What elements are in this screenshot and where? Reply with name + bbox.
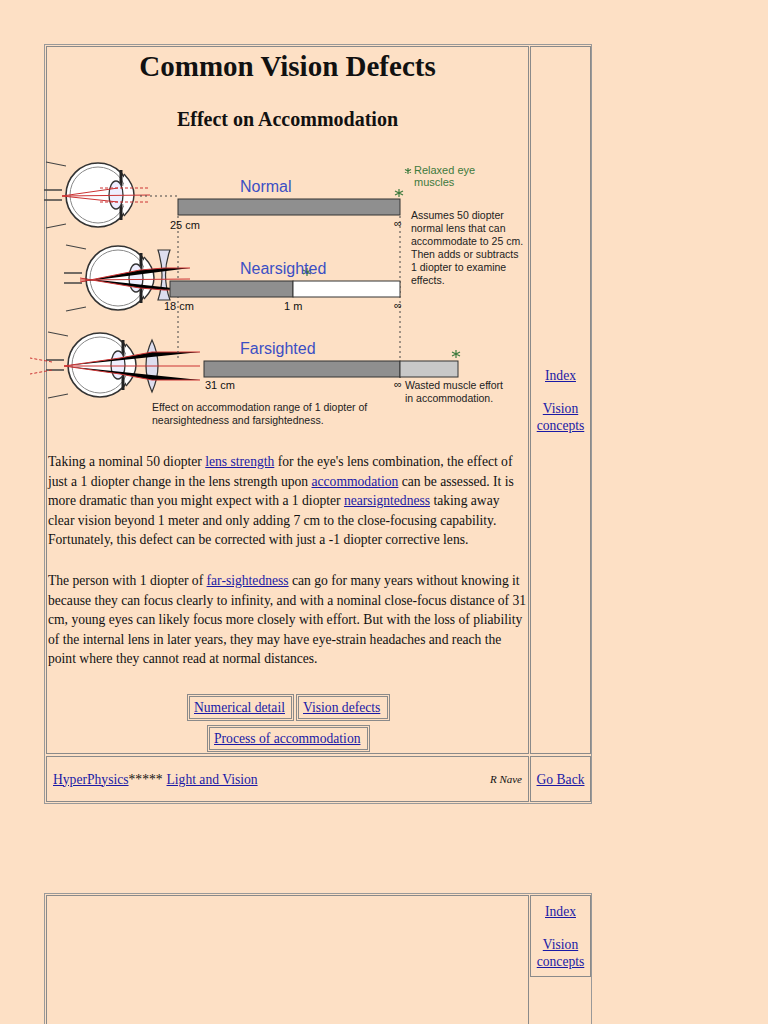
dimension-label: 31 cm	[205, 379, 235, 391]
link-button: Vision defects	[296, 694, 390, 721]
nav-link: Vision defects	[303, 700, 380, 715]
nav-link: HyperPhysics	[53, 771, 129, 788]
page-title: Common Vision Defects	[46, 50, 529, 83]
note-label: Wasted muscle effort in accommodation.	[405, 379, 505, 405]
dimension-label: 1 m	[284, 300, 302, 312]
nav-link: Vision concepts	[531, 400, 590, 434]
link-button: Process of accommodation	[207, 725, 370, 752]
second-table	[44, 893, 592, 1024]
body-paragraph: Taking a nominal 50 diopter lens strengt…	[48, 452, 528, 550]
nav-link: Index	[545, 903, 576, 920]
nav-link: Numerical detail	[194, 700, 285, 715]
text-link: accommodation	[312, 474, 399, 489]
dimension-label: 25 cm	[170, 219, 200, 231]
footer-text: *****	[129, 771, 163, 788]
paragraph-text: The person with 1 diopter of	[48, 573, 207, 588]
assumption-note: Assumes 50 diopter normal lens that can …	[411, 209, 525, 287]
infinity-label: ∞	[394, 378, 402, 390]
nav-link: Process of accommodation	[214, 731, 360, 746]
nav-cell: IndexVision concepts	[530, 46, 591, 754]
link-button: Numerical detail	[187, 694, 294, 721]
nav-link: Go Back	[537, 771, 585, 788]
curve-label: Normal	[240, 178, 292, 196]
infinity-label: ∞	[394, 299, 402, 311]
nav-cell: IndexVision concepts	[530, 895, 591, 977]
paragraph-text: Taking a nominal 50 diopter	[48, 454, 205, 469]
note-label: Relaxed eye muscles	[414, 164, 484, 188]
curve-label: Farsighted	[240, 340, 316, 358]
figure-caption: Effect on accommodation range of 1 diopt…	[152, 401, 372, 427]
subtitle: Effect on Accommodation	[46, 108, 529, 131]
nav-cell: Go Back	[530, 756, 591, 802]
footer-cell: HyperPhysics*****Light and Vision R Nave	[46, 756, 529, 802]
text-link: lens strength	[205, 454, 274, 469]
footer-text: R Nave	[490, 771, 522, 788]
infinity-label: ∞	[394, 217, 402, 229]
body-paragraph: The person with 1 diopter of far-sighted…	[48, 571, 528, 669]
nav-link: Vision concepts	[531, 936, 590, 970]
text-link: nearsigntedness	[344, 493, 430, 508]
second-content-cell	[46, 895, 529, 1024]
nav-link: Light and Vision	[167, 771, 258, 788]
dimension-label: 18 cm	[164, 300, 194, 312]
nav-link: Index	[545, 367, 576, 384]
curve-label: Nearsighted	[240, 260, 326, 278]
text-link: far-sightedness	[207, 573, 289, 588]
